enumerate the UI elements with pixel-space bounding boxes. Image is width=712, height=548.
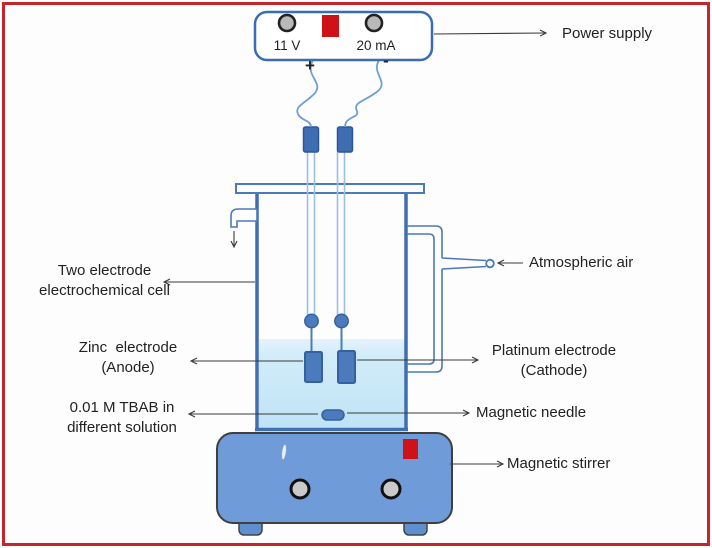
- air-inlet-branch: [441, 257, 487, 270]
- voltage-readout: 11 V: [273, 38, 301, 53]
- electrode-assembly: [302, 126, 356, 384]
- air-tube-inner: [407, 233, 435, 365]
- power-supply-arrow: [433, 29, 548, 37]
- beaker: [230, 183, 425, 432]
- power-indicator-light: [322, 15, 339, 37]
- beaker-lid: [235, 183, 425, 194]
- positive-wire: [296, 59, 319, 128]
- current-knob: [364, 13, 384, 33]
- plus-terminal-label: +: [305, 56, 315, 75]
- power-supply-label: Power supply: [562, 25, 653, 42]
- power-supply: [253, 10, 434, 62]
- magnetic-needle-label: Magnetic needle: [476, 404, 587, 421]
- solution-label-line1: 0.01 M TBAB in: [69, 399, 175, 416]
- cell-label-line2: electrochemical cell: [39, 282, 170, 299]
- atmospheric-air-label: Atmospheric air: [529, 254, 634, 271]
- solution-label-line2: different solution: [67, 419, 177, 436]
- magnetic-needle: [321, 409, 345, 421]
- zinc-label-line2: (Anode): [101, 359, 155, 376]
- air-tube-outer-top: [407, 225, 443, 258]
- cell-label-line1: Two electrode: [57, 262, 152, 279]
- minus-terminal-label: -: [383, 51, 389, 70]
- platinum-electrode: [337, 350, 356, 384]
- stirrer-knob-right: [380, 478, 402, 500]
- air-tube-outer-bottom: [407, 269, 443, 373]
- zinc-label: Zinc electrode (Anode): [48, 338, 208, 378]
- zinc-label-line1: Zinc electrode: [78, 339, 178, 356]
- stirrer-knob-left: [289, 478, 311, 500]
- left-rod-joint: [304, 313, 319, 329]
- platinum-label-line1: Platinum electrode: [491, 342, 617, 359]
- cell-label: Two electrode electrochemical cell: [12, 261, 197, 301]
- voltage-knob: [277, 13, 297, 33]
- right-rod-joint: [334, 313, 349, 329]
- magnetic-stirrer-label: Magnetic stirrer: [507, 455, 611, 472]
- solution-label: 0.01 M TBAB in different solution: [42, 398, 202, 438]
- wires: [296, 59, 383, 128]
- annotation-arrows: [162, 29, 548, 468]
- negative-wire: [344, 59, 383, 128]
- stirrer-body: [216, 432, 453, 524]
- magnetic-stirrer: [216, 432, 453, 536]
- right-connector-block: [336, 126, 354, 153]
- left-connector-block: [302, 126, 320, 153]
- right-rod-tube: [336, 150, 346, 315]
- current-readout: 20 mA: [356, 38, 396, 53]
- air-inlet-port: [485, 258, 495, 269]
- air-tube: [407, 225, 495, 373]
- power-supply-box: [253, 10, 434, 62]
- platinum-label-line2: (Cathode): [520, 362, 588, 379]
- stirrer-slit: [281, 444, 287, 460]
- stirrer-power-light: [403, 439, 418, 459]
- platinum-label: Platinum electrode (Cathode): [474, 341, 634, 381]
- zinc-electrode: [304, 351, 323, 383]
- beaker-spout: [230, 208, 258, 228]
- left-rod-tube: [306, 150, 316, 315]
